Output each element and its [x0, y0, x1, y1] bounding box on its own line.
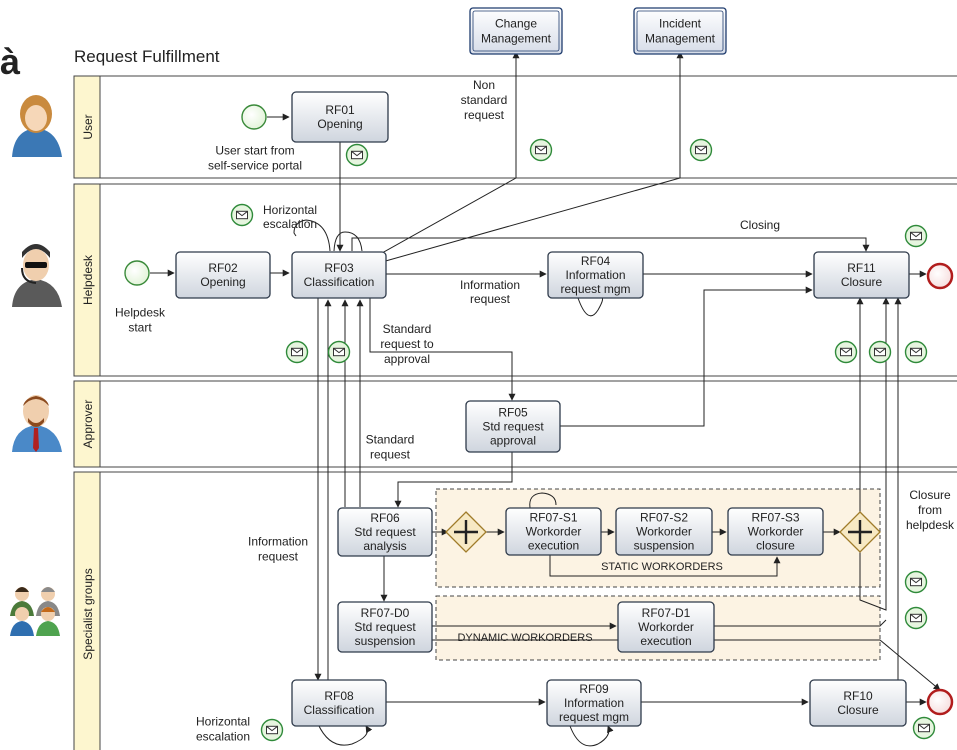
approver-avatar-icon	[12, 395, 62, 452]
diagram-title: Request Fulfillment	[74, 47, 220, 66]
specialist-end-event	[926, 688, 954, 716]
swimlanes: User Helpdesk Approver Specialist groups	[73, 75, 957, 750]
sequence-flows	[150, 51, 941, 747]
parallel-join-gateway	[839, 511, 881, 553]
dynamic-workorders-label: DYNAMIC WORKORDERS	[457, 632, 592, 644]
lane-label-specialist-groups: Specialist groups	[81, 568, 95, 659]
specialist-groups-avatar-icon	[10, 587, 60, 636]
helpdesk-avatar-icon	[12, 244, 62, 307]
annotation-closing: Closing	[740, 218, 780, 232]
helpdesk-end-event	[926, 262, 954, 290]
lane-label-user: User	[81, 114, 95, 139]
user-start-event	[241, 104, 267, 130]
helpdesk-start-event	[124, 260, 150, 286]
user-avatar-icon	[12, 95, 62, 157]
partial-logo-glyph: à	[0, 41, 21, 82]
lane-label-approver: Approver	[81, 400, 95, 449]
parallel-split-gateway	[445, 511, 487, 553]
static-workorders-label: STATIC WORKORDERS	[601, 561, 723, 573]
lane-label-helpdesk: Helpdesk	[81, 254, 95, 305]
